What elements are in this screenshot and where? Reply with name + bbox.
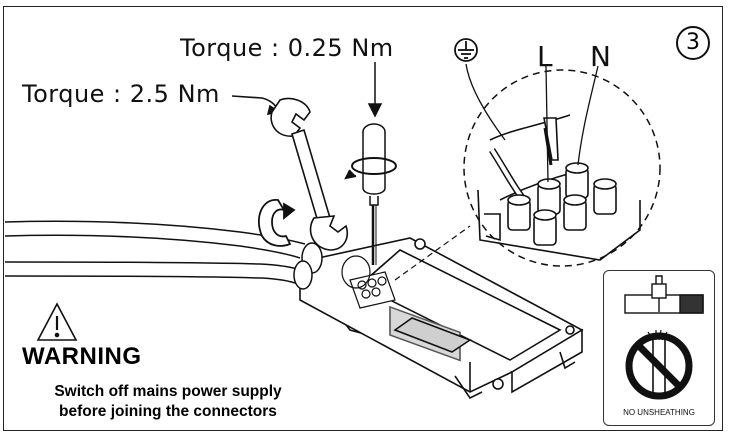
prohibition-icon bbox=[625, 329, 693, 400]
no-unsheathing-label: NO UNSHEATHING bbox=[623, 408, 695, 417]
terminal-block-small bbox=[341, 255, 396, 309]
cable-gland bbox=[293, 242, 323, 290]
rotation-arrow-icon bbox=[344, 157, 397, 180]
warning-title: WARNING bbox=[22, 343, 142, 370]
magnified-terminal-view bbox=[463, 63, 661, 267]
screwdriver-icon bbox=[362, 62, 386, 265]
wrench-icon bbox=[231, 95, 348, 251]
screwdriver-torque-label: Torque : 0.25 Nm bbox=[180, 34, 394, 62]
warning-line-2: before joining the connectors bbox=[59, 403, 277, 420]
rotation-arrow-icon bbox=[257, 199, 296, 247]
terminal-neutral-label: N bbox=[590, 40, 611, 73]
cable-left-lower bbox=[4, 261, 301, 285]
warning-triangle-icon bbox=[36, 302, 78, 341]
warning-line-1: Switch off mains power supply bbox=[54, 383, 282, 400]
step-number-badge: 3 bbox=[676, 26, 710, 60]
earth-ground-icon bbox=[454, 38, 478, 62]
wrench-torque-label: Torque : 2.5 Nm bbox=[22, 80, 220, 108]
unsheath-illustration bbox=[624, 275, 704, 314]
terminal-live-label: L bbox=[537, 40, 553, 73]
warning-message: Switch off mains power supply before joi… bbox=[22, 382, 314, 422]
magnify-leader-line bbox=[394, 225, 471, 281]
